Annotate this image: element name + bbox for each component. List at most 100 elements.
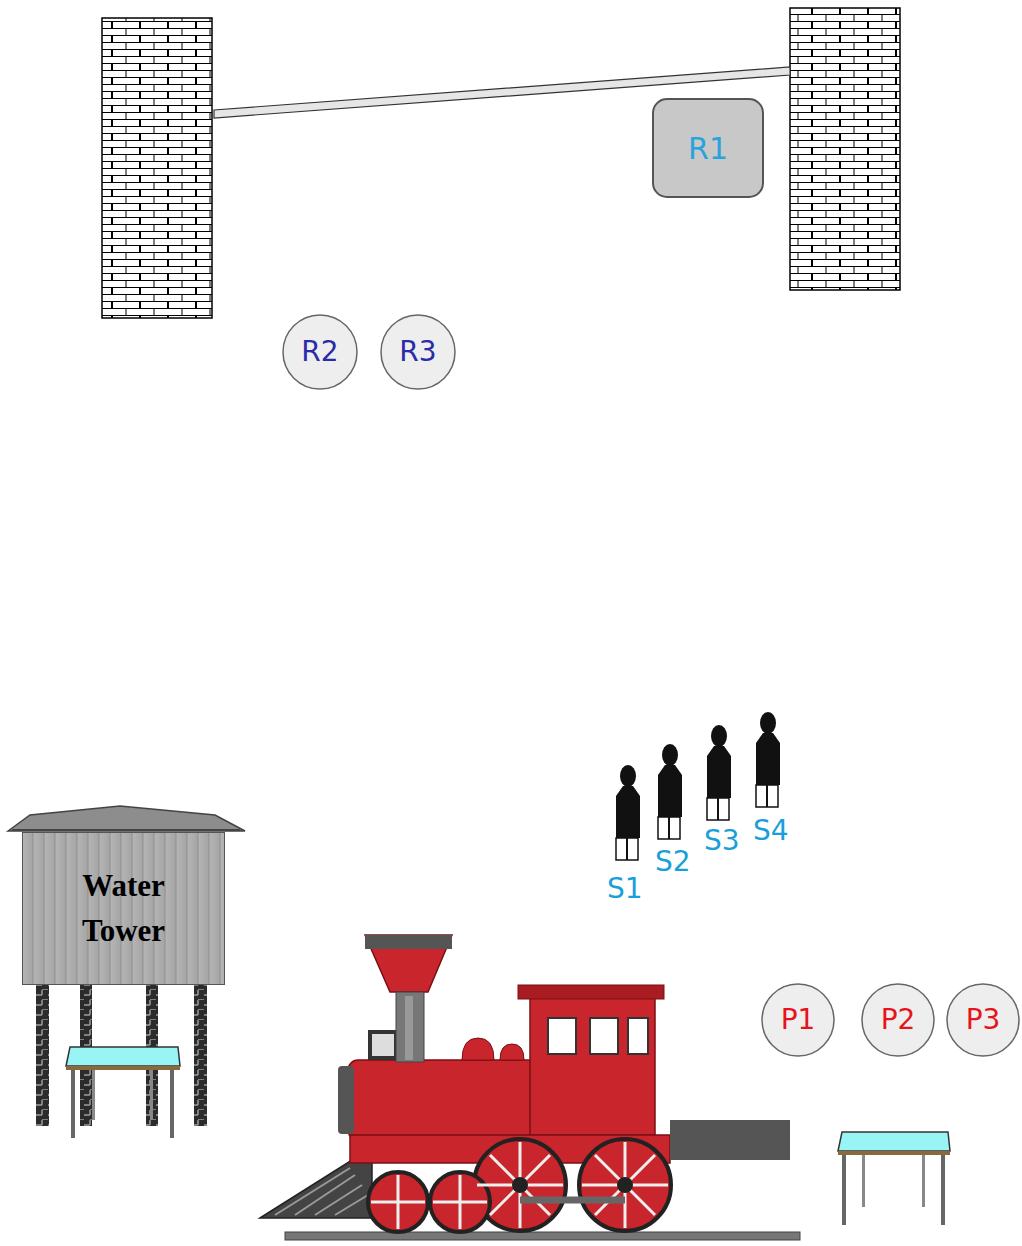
locomotive [371,1142,668,1229]
start-position: R2 [282,314,358,390]
locomotive [512,1177,528,1193]
target-silhouette [711,725,727,747]
target-silhouette [707,725,731,820]
locomotive [579,1139,671,1231]
shooting-position: P2 [861,983,935,1057]
target-silhouette [626,838,628,860]
range-barricade: R1 [652,98,764,198]
brick-wall [790,8,900,290]
locomotive [368,1030,398,1060]
table [66,1047,180,1138]
target-silhouette [707,798,729,820]
locomotive [365,935,452,949]
locomotive [371,1175,487,1229]
locomotive [518,985,664,999]
target-silhouette [658,744,682,839]
brick-wall [102,18,212,318]
target-label: S1 [607,874,643,905]
locomotive [405,996,413,1060]
target-silhouette [658,817,680,839]
water-tower-legs [36,984,207,1126]
brick-wall [102,18,212,318]
target-label: S3 [704,826,740,857]
locomotive [548,1018,576,1054]
target-silhouette [620,765,636,787]
position-label: R2 [301,337,338,368]
locomotive [462,1038,494,1060]
target-silhouette [616,786,640,838]
barricade-shape [653,99,763,197]
position-circle [947,984,1019,1056]
locomotive [520,1197,625,1204]
locomotive [285,1232,800,1240]
locomotive [500,1044,524,1060]
table [838,1132,950,1151]
locomotive [477,1142,563,1228]
water-tower-legs [194,984,207,1126]
locomotive [348,1060,538,1140]
target-silhouette [662,744,678,766]
locomotive [275,1168,368,1215]
target-silhouette [756,712,780,807]
locomotive [368,1139,671,1232]
target-silhouette [616,765,640,860]
table [842,1155,846,1225]
target-silhouette [717,798,719,820]
table [838,1151,950,1155]
shooting-position: P3 [946,983,1020,1057]
position-label: R3 [399,337,436,368]
target-silhouette [766,785,768,807]
target-silhouette [760,712,776,734]
locomotive [590,1018,618,1054]
water-tower-roof [8,806,245,831]
table [66,1066,180,1070]
table [922,1155,925,1207]
brick-wall [790,8,900,290]
start-position: R3 [380,314,456,390]
position-circle [381,315,455,389]
table [941,1155,945,1225]
table [92,1070,95,1120]
target-silhouette [756,785,778,807]
position-label: P1 [781,1005,816,1036]
target-label: S4 [753,816,789,847]
locomotive [260,1160,372,1218]
table [71,1070,75,1138]
position-circle [283,315,357,389]
table [862,1155,865,1207]
target-silhouette [658,765,682,817]
locomotive [372,1034,394,1056]
position-label: P2 [881,1005,916,1036]
water-tower-legs [36,984,49,1126]
position-circle [762,984,834,1056]
position-label: P3 [966,1005,1001,1036]
target-silhouette [707,746,731,798]
table [66,1047,180,1066]
water-tower-tank: Water Tower [22,832,225,985]
water-tower-roof [12,829,240,831]
position-circle [862,984,934,1056]
locomotive [582,1142,668,1228]
locomotive [530,995,655,1135]
locomotive [617,1177,633,1193]
locomotive [260,935,800,1240]
table [838,1132,950,1225]
target-silhouette [616,838,638,860]
locomotive [670,1120,790,1160]
locomotive [628,1018,648,1054]
tower-name: Water Tower [64,864,184,954]
locomotive [365,935,452,992]
table [170,1070,174,1138]
target-silhouette [756,733,780,785]
position-label: R1 [688,132,728,165]
locomotive [396,992,424,1062]
locomotive [338,1066,354,1134]
table [150,1070,153,1120]
water-tower-roof [8,806,245,831]
shooting-position: P1 [761,983,835,1057]
target-silhouette [668,817,670,839]
target-label: S2 [655,847,691,878]
